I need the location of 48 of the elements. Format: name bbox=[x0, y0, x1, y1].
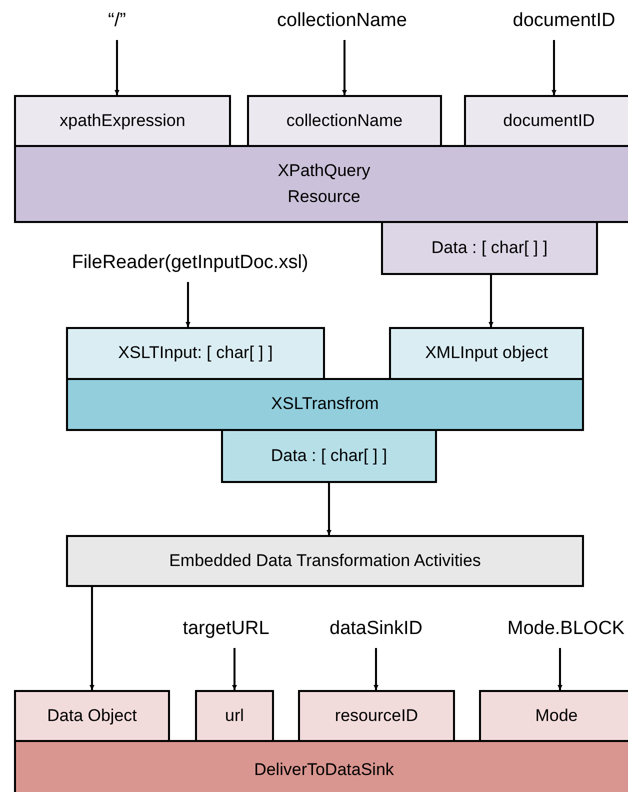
component-band bbox=[14, 145, 628, 223]
input-value-label: Mode.BLOCK bbox=[507, 617, 625, 642]
output-box bbox=[221, 429, 437, 483]
box-label: url bbox=[225, 704, 244, 727]
box-label: XSLTInput: [ char[ ] ] bbox=[118, 342, 273, 364]
arrow bbox=[114, 40, 120, 95]
box-label: Embedded Data Transformation Activities bbox=[169, 550, 481, 572]
arrow bbox=[232, 648, 237, 690]
arrow bbox=[374, 648, 378, 690]
box-label: Data : [ char[ ] ] bbox=[270, 444, 388, 467]
process-box bbox=[66, 535, 584, 587]
box-label: resourceID bbox=[334, 704, 418, 727]
component-band bbox=[66, 378, 584, 431]
input-value-label: documentID bbox=[512, 9, 616, 34]
box-label: Resource bbox=[288, 186, 360, 208]
arrow bbox=[342, 40, 347, 95]
input-parameter-box bbox=[247, 95, 442, 147]
arrow bbox=[552, 40, 556, 95]
input-parameter-box bbox=[14, 690, 170, 742]
input-parameter-box bbox=[298, 690, 455, 742]
input-value-label: “/” bbox=[108, 9, 126, 34]
box-label: documentID bbox=[503, 110, 595, 132]
component-band bbox=[14, 740, 628, 792]
box-label: XMLInput object bbox=[425, 342, 548, 364]
input-value-label: targetURL bbox=[182, 617, 270, 642]
box-label: Data : [ char[ ] ] bbox=[431, 236, 548, 259]
input-parameter-box bbox=[464, 95, 628, 147]
arrow bbox=[558, 648, 562, 690]
arrow bbox=[186, 282, 190, 327]
input-parameter-box bbox=[14, 95, 231, 147]
input-parameter-box bbox=[389, 327, 584, 380]
arrow bbox=[488, 275, 494, 327]
arrow bbox=[90, 587, 94, 690]
input-parameter-box bbox=[66, 327, 325, 380]
input-value-label: collectionName bbox=[277, 9, 407, 34]
box-label: collectionName bbox=[286, 110, 403, 132]
input-value-label: FileReader(getInputDoc.xsl) bbox=[72, 251, 308, 276]
box-label: Data Object bbox=[47, 704, 137, 727]
input-parameter-box bbox=[195, 690, 274, 742]
input-value-label: dataSinkID bbox=[330, 617, 422, 642]
input-parameter-box bbox=[479, 690, 628, 742]
output-box bbox=[381, 221, 598, 275]
box-label: Mode bbox=[535, 704, 578, 727]
box-label: DeliverToDataSink bbox=[254, 758, 394, 781]
box-label: XPathQuery bbox=[278, 160, 370, 182]
box-label: xpathExpression bbox=[60, 110, 186, 132]
box-label: XSLTransfrom bbox=[271, 393, 379, 416]
arrow bbox=[326, 483, 332, 535]
